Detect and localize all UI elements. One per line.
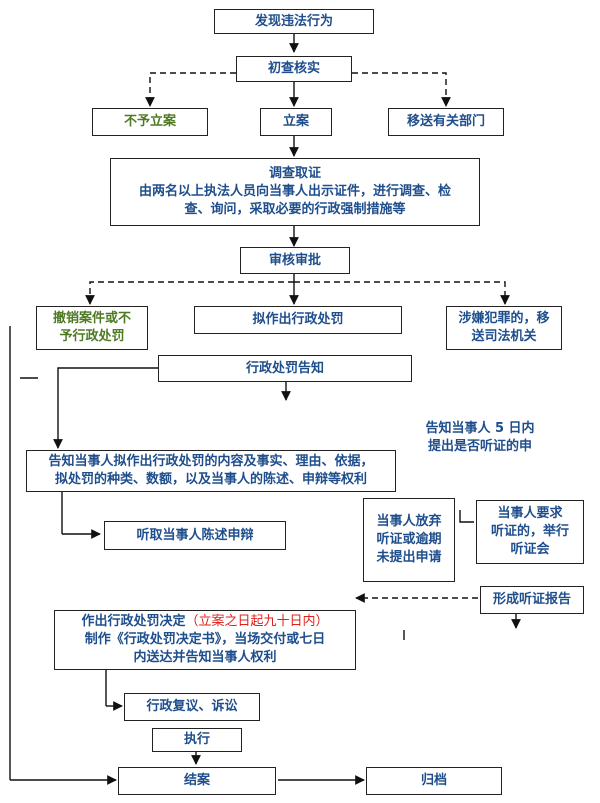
arrow-notice-to-content <box>53 367 158 449</box>
node-archive: 归档 <box>366 767 502 795</box>
node-propose-penalty: 拟作出行政处罚 <box>194 306 402 334</box>
dashed-arrow-to-transfer <box>352 72 451 107</box>
node-transfer-dept: 移送有关部门 <box>388 108 504 136</box>
node-decision: 作出行政处罚决定（立案之日起九十日内） 制作《行政处罚决定书》，当场交付或七日 … <box>54 610 356 670</box>
node-hearing-report: 形成听证报告 <box>480 586 584 614</box>
node-penalty-notice: 行政处罚告知 <box>158 355 412 382</box>
node-transfer-judicial: 涉嫌犯罪的，移 送司法机关 <box>446 306 562 350</box>
node-notify-hearing: 告知当事人 5 日内 提出是否听证的申 <box>412 416 548 460</box>
node-hear-statement: 听取当事人陈述申辩 <box>104 521 286 550</box>
decision-deadline: （立案之日起九十日内） <box>185 614 329 629</box>
dashed-arrow-to-judicial <box>294 281 510 305</box>
dashed-arrow-to-revoke <box>85 281 294 305</box>
node-notify-content: 告知当事人拟作出行政处罚的内容及事实、理由、依据， 拟处罚的种类、数额，以及当事… <box>26 450 396 492</box>
node-close-case: 结案 <box>118 767 276 795</box>
node-reconsideration: 行政复议、诉讼 <box>124 693 260 721</box>
node-review: 审核审批 <box>240 247 350 274</box>
bracket-mark <box>459 510 474 523</box>
node-no-case: 不予立案 <box>92 108 208 136</box>
node-execute: 执行 <box>152 728 242 752</box>
node-revoke: 撤销案件或不 予行政处罚 <box>36 306 148 350</box>
decision-title: 作出行政处罚决定 <box>81 614 186 629</box>
node-preliminary-check: 初查核实 <box>236 56 352 82</box>
node-discover: 发现违法行为 <box>214 9 374 34</box>
dashed-arrow-to-no-case <box>145 72 236 107</box>
node-request-hearing: 当事人要求 听证的，举行 听证会 <box>476 500 584 564</box>
node-waive-hearing: 当事人放弃 听证或逾期 未提出申请 <box>363 498 455 582</box>
node-file-case: 立案 <box>260 108 332 136</box>
node-investigate: 调查取证 由两名以上执法人员向当事人出示证件，进行调查、检 查、询问，采取必要的… <box>110 158 480 226</box>
